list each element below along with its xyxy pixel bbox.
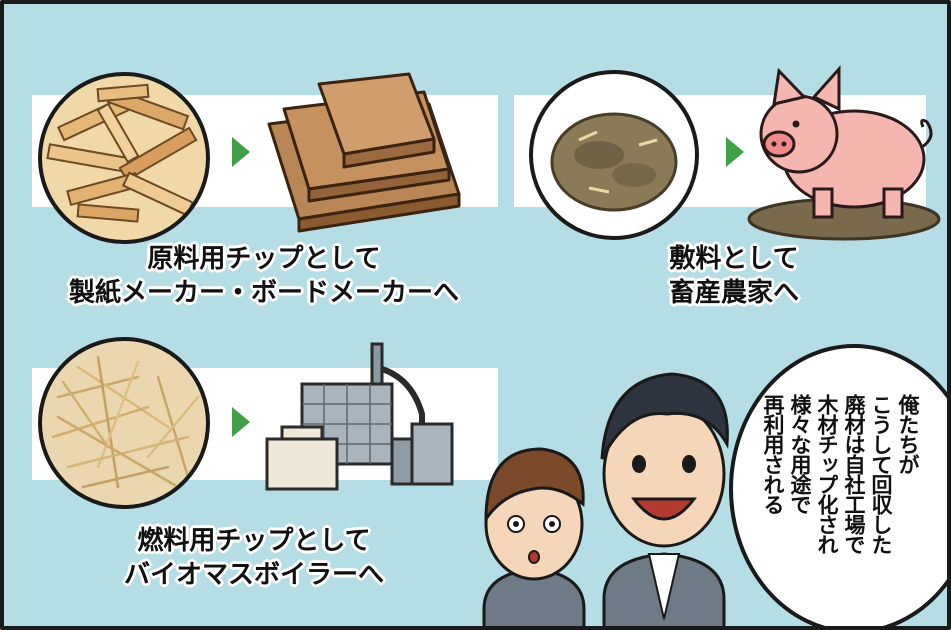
speech-line: 再利用される bbox=[761, 394, 785, 514]
caption-bedding: 敷料として 畜産農家へ bbox=[624, 242, 844, 310]
bedding-circle bbox=[529, 70, 699, 240]
wood-boards-image bbox=[267, 72, 461, 233]
caption-line: バイオマスボイラーへ bbox=[123, 560, 384, 590]
bedding-image bbox=[550, 112, 678, 212]
caption-line: 製紙メーカー・ボードメーカーへ bbox=[68, 278, 459, 308]
caption-line: 燃料用チップとして bbox=[137, 526, 371, 556]
caption-line: 原料用チップとして bbox=[147, 244, 381, 274]
wood-chips-circle bbox=[38, 72, 210, 244]
wood-chips-image bbox=[46, 83, 198, 223]
caption-line: 敷料として bbox=[669, 244, 799, 274]
speech-bubble-text: 俺たちが こうして回収した 廃材は自社工場で 木材チップ化され 様々な用途で 再… bbox=[759, 394, 921, 624]
biomass-boiler-image bbox=[265, 342, 454, 491]
caption-fuel: 燃料用チップとして バイオマスボイラーへ bbox=[84, 524, 424, 592]
pig-image bbox=[747, 65, 941, 241]
speech-line: 廃材は自社工場で bbox=[842, 394, 866, 554]
worker-characters-image bbox=[482, 372, 729, 626]
speech-line: 俺たちが bbox=[896, 394, 920, 474]
fuel-chips-image bbox=[51, 355, 200, 489]
speech-line: 様々な用途で bbox=[788, 394, 812, 514]
caption-line: 畜産農家へ bbox=[668, 278, 799, 308]
arrow-icon bbox=[232, 137, 250, 167]
arrow-icon bbox=[726, 137, 744, 167]
caption-paper-board: 原料用チップとして 製紙メーカー・ボードメーカーへ bbox=[64, 242, 464, 310]
speech-line: 木材チップ化され bbox=[815, 394, 839, 554]
speech-bubble bbox=[729, 344, 947, 626]
speech-line: こうして回収した bbox=[869, 394, 893, 554]
fuel-chips-circle bbox=[38, 337, 210, 509]
arrow-icon bbox=[232, 407, 250, 437]
